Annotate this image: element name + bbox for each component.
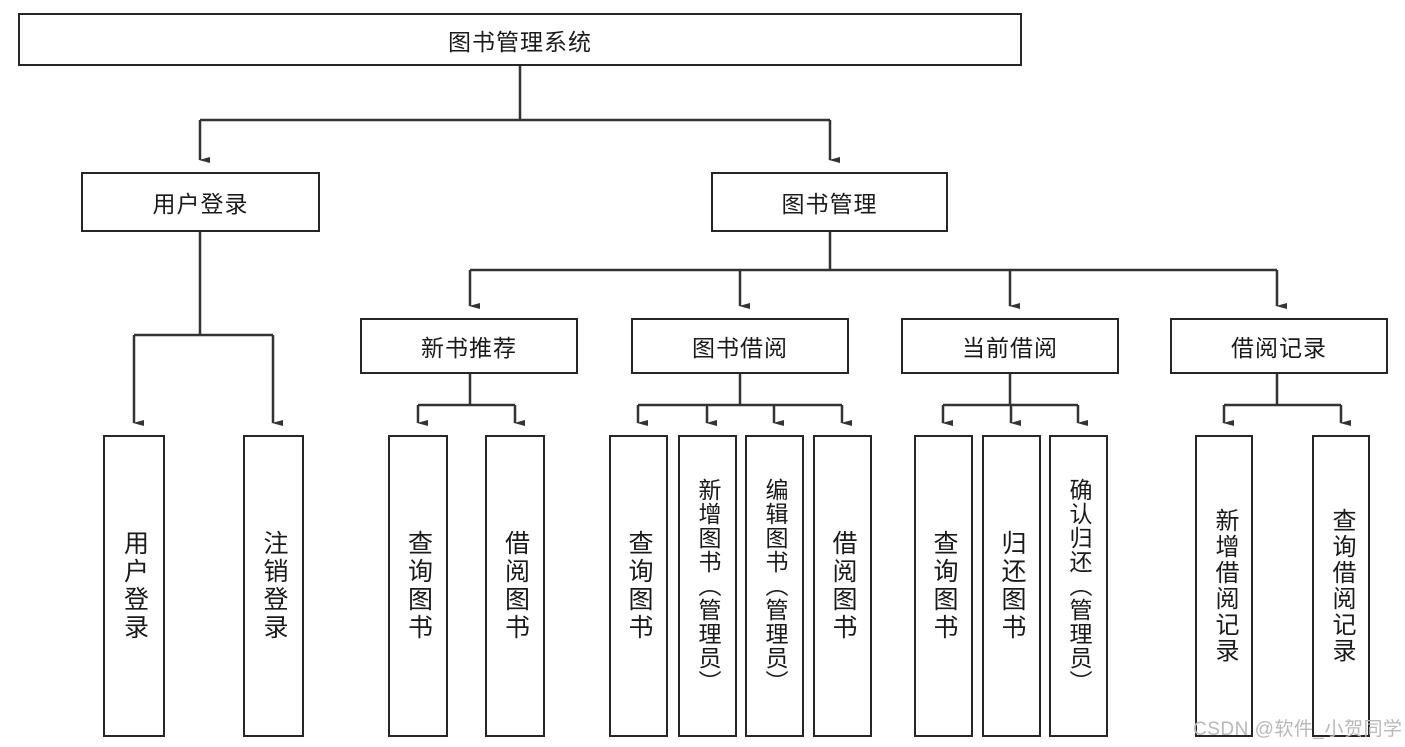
node-new-book-recommend[interactable]: 新书推荐 <box>360 318 578 374</box>
node-cb-return-book-label: 归还图书 <box>998 530 1026 642</box>
node-new-book-recommend-label: 新书推荐 <box>421 335 517 361</box>
node-logout-user[interactable]: 注销登录 <box>243 435 304 737</box>
node-cb-return-book[interactable]: 归还图书 <box>982 435 1041 737</box>
node-br-query-record[interactable]: 查询借阅记录 <box>1312 435 1370 737</box>
node-bb-query-book[interactable]: 查询图书 <box>609 435 668 737</box>
node-bb-edit-book-label: 编辑图书（管理员） <box>762 478 788 694</box>
node-bb-borrow-book-label: 借阅图书 <box>829 530 857 642</box>
node-logout-user-label: 注销登录 <box>260 530 288 642</box>
node-cb-confirm-return-label: 确认归还（管理员） <box>1066 478 1092 694</box>
node-login-user-label: 用户登录 <box>120 530 149 642</box>
node-bb-add-book-label: 新增图书（管理员） <box>695 478 721 694</box>
node-bb-edit-book[interactable]: 编辑图书（管理员） <box>745 435 804 737</box>
node-book-borrow[interactable]: 图书借阅 <box>631 318 849 374</box>
node-cb-query-book[interactable]: 查询图书 <box>914 435 973 737</box>
node-user-login[interactable]: 用户登录 <box>81 172 320 232</box>
node-bb-borrow-book[interactable]: 借阅图书 <box>813 435 872 737</box>
node-bb-add-book[interactable]: 新增图书（管理员） <box>678 435 737 737</box>
node-user-login-label: 用户登录 <box>152 191 249 217</box>
node-br-query-record-label: 查询借阅记录 <box>1328 508 1355 664</box>
node-book-manage-label: 图书管理 <box>781 191 878 217</box>
node-root-label: 图书管理系统 <box>448 28 592 55</box>
node-root[interactable]: 图书管理系统 <box>18 13 1022 66</box>
node-nbr-query-book[interactable]: 查询图书 <box>388 435 448 737</box>
node-borrow-record[interactable]: 借阅记录 <box>1170 318 1388 374</box>
node-book-manage[interactable]: 图书管理 <box>711 172 948 232</box>
node-login-user[interactable]: 用户登录 <box>103 435 165 737</box>
node-borrow-record-label: 借阅记录 <box>1231 335 1327 361</box>
node-book-borrow-label: 图书借阅 <box>692 335 788 361</box>
node-br-add-record[interactable]: 新增借阅记录 <box>1195 435 1253 737</box>
node-cb-confirm-return[interactable]: 确认归还（管理员） <box>1049 435 1108 737</box>
node-nbr-query-book-label: 查询图书 <box>404 530 433 642</box>
node-bb-query-book-label: 查询图书 <box>625 530 653 642</box>
node-br-add-record-label: 新增借阅记录 <box>1211 508 1238 664</box>
node-current-borrow[interactable]: 当前借阅 <box>901 318 1119 374</box>
node-nbr-borrow-book[interactable]: 借阅图书 <box>485 435 545 737</box>
node-current-borrow-label: 当前借阅 <box>962 335 1058 361</box>
node-nbr-borrow-book-label: 借阅图书 <box>501 530 530 642</box>
node-cb-query-book-label: 查询图书 <box>930 530 958 642</box>
